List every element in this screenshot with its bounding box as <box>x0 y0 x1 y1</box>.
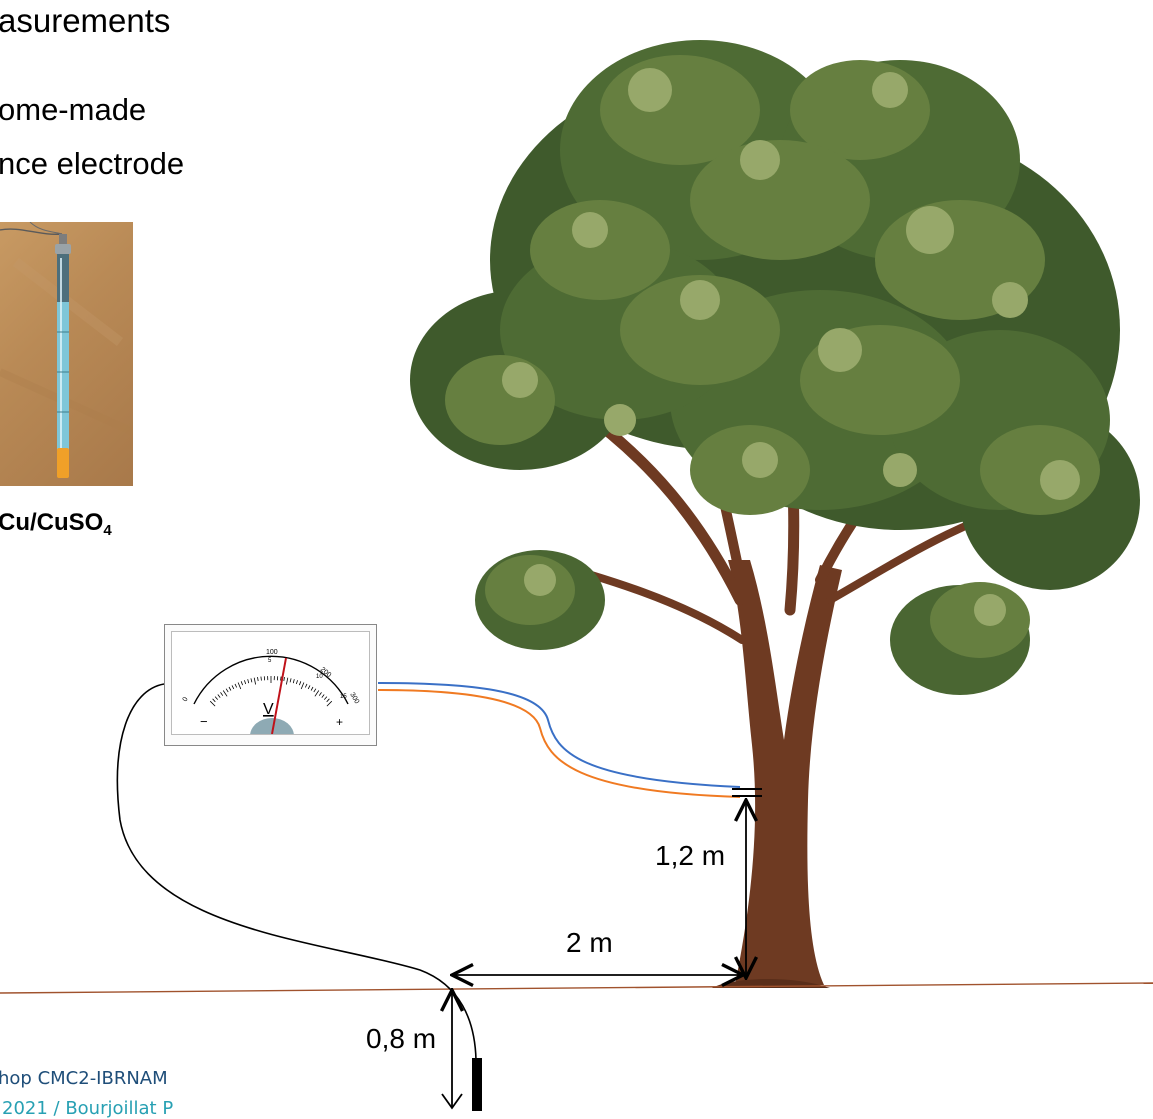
dial-tick <box>327 699 330 702</box>
tree-foliage <box>410 40 1140 695</box>
dial-tick <box>238 683 241 690</box>
dial-minus-sign: − <box>200 714 208 729</box>
voltmeter: 0 100 200 300 5 10 15 − + V <box>164 624 377 746</box>
dial-tick <box>296 680 297 684</box>
dial-tick <box>232 685 234 689</box>
dial-tick <box>235 684 237 688</box>
dial-tick <box>261 677 262 681</box>
dial-tick <box>314 689 316 692</box>
dial-label-left: 0 <box>182 696 190 703</box>
dial-tick <box>251 678 252 682</box>
dial-plus-sign: + <box>336 715 343 729</box>
dial-tick <box>290 678 291 682</box>
dial-unit-symbol: V <box>263 701 274 718</box>
dial-label-inner-2: 10 <box>316 674 323 680</box>
dial-tick <box>315 691 319 697</box>
dial-tick <box>305 684 307 688</box>
dial-tick <box>258 677 259 681</box>
dial-tick <box>248 679 249 683</box>
dial-tick <box>324 697 327 700</box>
dial-tick <box>218 695 220 698</box>
dial-tick <box>301 683 304 690</box>
dial-tick <box>244 680 245 684</box>
wire-blue <box>378 683 740 787</box>
dial-label-inner-1: 5 <box>268 658 272 664</box>
dial-tick <box>327 701 332 706</box>
ground-line <box>0 983 1153 993</box>
dial-tick <box>311 687 313 691</box>
dial-label-right: 300 <box>348 692 360 706</box>
dial-tick <box>241 681 242 685</box>
ground-electrode <box>472 1058 482 1111</box>
dial-label-inner-3: 15 <box>340 694 347 700</box>
dial-tick <box>299 681 300 685</box>
dial-tick <box>215 697 218 700</box>
dial-tick <box>226 689 228 692</box>
dial-tick <box>223 691 227 697</box>
dial-tick <box>319 692 321 695</box>
dial-tick <box>213 699 216 702</box>
dial-tick <box>210 701 215 706</box>
dimension-label-height: 1,2 m <box>655 840 725 872</box>
dial-tick <box>308 685 310 689</box>
dial-tick <box>221 692 223 695</box>
dimension-label-distance: 2 m <box>566 927 613 959</box>
voltmeter-dial: 0 100 200 300 5 10 15 − + V <box>171 631 370 735</box>
dial-label-top: 100 <box>266 649 278 656</box>
dial-tick <box>322 695 324 698</box>
dimension-label-depth: 0,8 m <box>366 1023 436 1055</box>
dial-tick <box>254 678 255 685</box>
tree-illustration <box>410 40 1140 988</box>
dial-tick <box>286 678 287 685</box>
dial-tick <box>293 679 294 683</box>
dial-tick <box>229 687 231 691</box>
dial-tick <box>284 677 285 681</box>
